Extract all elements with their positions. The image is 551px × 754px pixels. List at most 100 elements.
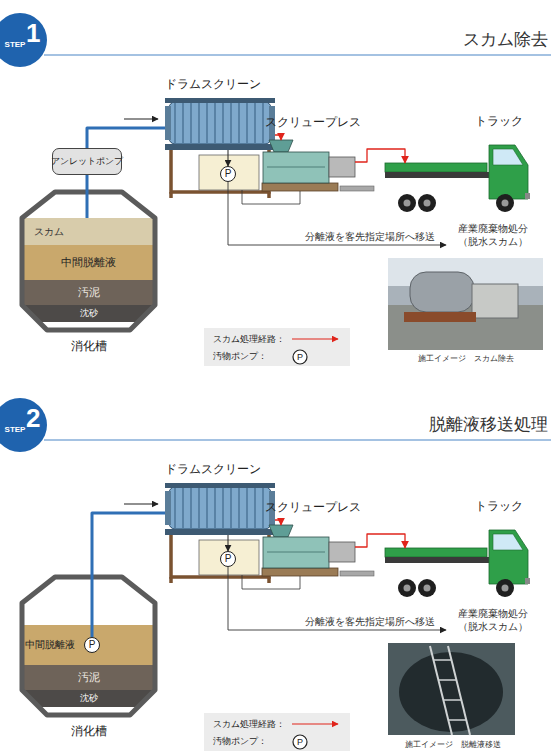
site-photo [388, 643, 515, 735]
drum-rib [174, 488, 176, 528]
photo-frame [388, 258, 543, 350]
scum-route [275, 520, 281, 525]
photo-ground [388, 305, 543, 350]
transfer-note: 分離液を客先指定場所へ移送 [305, 616, 435, 628]
tank-outline [22, 192, 155, 330]
drum-body [169, 487, 271, 529]
drum-screen-shape [165, 98, 275, 150]
truck-bumper [525, 578, 530, 584]
drum-rib [206, 488, 208, 528]
node-text: アンレットポンプ [51, 155, 123, 168]
digestion-tank: 消化槽中間脱離液P汚泥沈砂 [22, 577, 155, 715]
site-photo [388, 258, 543, 350]
press-body [263, 537, 329, 568]
node-heading: 消化槽 [22, 723, 155, 740]
node-text: 中間脱離液 [25, 638, 75, 652]
truck-hub [502, 585, 509, 592]
drum-rib [230, 488, 232, 528]
pump-letter: P [294, 351, 306, 363]
photo-ladder [438, 679, 456, 681]
step-graphics [0, 13, 551, 366]
drum-cap [165, 491, 171, 525]
truck-wheel [418, 194, 436, 212]
press-detail [267, 167, 325, 168]
node-text: 汚泥 [78, 670, 100, 685]
photo-caption: 施工イメージ 脱離液移送 [405, 740, 501, 750]
press-motor [329, 542, 355, 562]
truck-window [493, 149, 523, 165]
step-number: 2 [26, 403, 40, 434]
node-text: P [89, 640, 96, 650]
drum-screen: ドラムスクリーン [165, 483, 275, 535]
truck-bumper [525, 193, 530, 199]
press-hopper [269, 140, 293, 152]
photo-frame [388, 643, 515, 735]
truck: トラック [385, 548, 530, 603]
legend-text: スカム処理経路： [213, 719, 285, 730]
drain-arrow [228, 150, 229, 166]
disposal-note: 産業廃棄物処分 （脱水スカム） [452, 222, 534, 248]
drum-frame [165, 483, 275, 488]
legend-text: 汚物ポンプ： [213, 351, 267, 362]
truck-shape [385, 548, 530, 603]
press-detail [267, 552, 325, 553]
screw-press: スクリュープレス [263, 525, 355, 568]
pump-letter: P [294, 736, 306, 748]
drum-rib [246, 103, 248, 143]
tank-layer: 中間脱離液 [22, 245, 155, 280]
truck-bed [385, 548, 487, 557]
photo-manhole [399, 652, 503, 732]
node-text: 沈砂 [80, 307, 98, 320]
node-text: P [225, 554, 232, 564]
truck-window [493, 534, 523, 550]
press-hopper [269, 525, 293, 537]
tank-layer: スカム [22, 218, 155, 245]
truck-wheel [496, 194, 514, 212]
pipe [92, 513, 165, 637]
drum-body [169, 102, 271, 144]
disposal-note: 産業廃棄物処分 （脱水スカム） [452, 607, 534, 633]
transfer-note: 分離液を客先指定場所へ移送 [305, 231, 435, 243]
tank-layer: 沈砂 [22, 690, 155, 707]
step-number: 1 [26, 18, 40, 49]
pipe [87, 128, 165, 148]
photo-press [472, 284, 518, 318]
legend-text: 汚物ポンプ： [213, 736, 267, 747]
scum-route [275, 135, 281, 140]
truck: トラック [385, 163, 530, 218]
truck-hub [424, 200, 431, 207]
photo-ladder [430, 646, 452, 735]
node-heading: トラック [475, 113, 523, 130]
photo-ladder [448, 719, 466, 721]
node-heading: トラック [475, 498, 523, 515]
legend-text: スカム処理経路： [213, 334, 285, 345]
screw-press-shape [263, 140, 355, 183]
photo-caption: 施工イメージ スカム除去 [418, 354, 514, 364]
node-heading: ドラムスクリーン [165, 76, 261, 93]
drum-rib [214, 103, 216, 143]
truck-wheel [496, 579, 514, 597]
drum-rib [182, 488, 184, 528]
truck-hub [404, 585, 411, 592]
drum-rib [246, 488, 248, 528]
drum-rib [198, 103, 200, 143]
truck-cab [489, 145, 528, 199]
scum-route [355, 534, 405, 548]
photo-ladder [448, 646, 470, 735]
tank-outline [22, 577, 155, 715]
scum-route [355, 149, 405, 163]
pump-symbol: P [84, 637, 100, 653]
screw-press: スクリュープレス [263, 140, 355, 183]
truck-hub [424, 585, 431, 592]
truck-wheel [398, 579, 416, 597]
truck-wheel [418, 579, 436, 597]
drum-rib [222, 488, 224, 528]
drum-rib [262, 103, 264, 143]
pipe [86, 175, 89, 218]
drum-rib [182, 103, 184, 143]
step-word: STEP [2, 40, 28, 50]
drum-rib [206, 103, 208, 143]
press-body [263, 152, 329, 183]
drum-rib [214, 488, 216, 528]
drum-rib [190, 103, 192, 143]
